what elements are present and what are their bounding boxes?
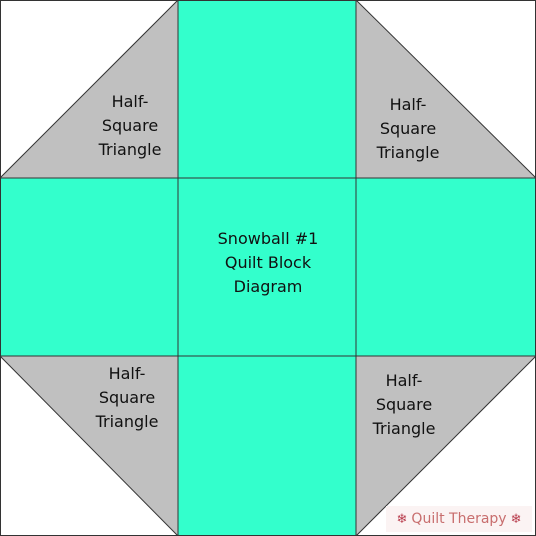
hst-label-bottom-right: Half- Square Triangle	[364, 369, 444, 441]
snowflake-icon: ❄	[510, 511, 522, 527]
hst-label-line3: Triangle	[376, 143, 440, 162]
hst-label-bottom-left: Half- Square Triangle	[87, 362, 167, 434]
hst-label-line2: Square	[375, 395, 433, 414]
top-center-square	[178, 0, 356, 178]
snowflake-icon: ❄	[396, 511, 408, 527]
quilt-therapy-watermark: ❄ Quilt Therapy ❄	[386, 506, 532, 532]
bottom-center-square	[178, 356, 356, 536]
center-label: Snowball #1 Quilt Block Diagram	[178, 227, 358, 299]
hst-label-line1: Half-	[111, 92, 149, 111]
hst-label-line1: Half-	[108, 364, 146, 383]
hst-label-line3: Triangle	[95, 412, 159, 431]
center-label-line3: Diagram	[233, 277, 303, 296]
hst-label-line3: Triangle	[372, 419, 436, 438]
middle-right-square	[356, 178, 536, 356]
center-label-line1: Snowball #1	[217, 229, 319, 248]
watermark-text: Quilt Therapy	[411, 511, 507, 527]
hst-label-line1: Half-	[385, 371, 423, 390]
center-label-line2: Quilt Block	[224, 253, 312, 272]
hst-label-line1: Half-	[389, 95, 427, 114]
hst-label-line2: Square	[98, 388, 156, 407]
hst-label-line3: Triangle	[98, 140, 162, 159]
middle-left-square	[0, 178, 178, 356]
hst-label-line2: Square	[379, 119, 437, 138]
center-square	[178, 178, 356, 356]
hst-label-top-right: Half- Square Triangle	[368, 93, 448, 165]
hst-label-top-left: Half- Square Triangle	[90, 90, 170, 162]
hst-label-line2: Square	[101, 116, 159, 135]
